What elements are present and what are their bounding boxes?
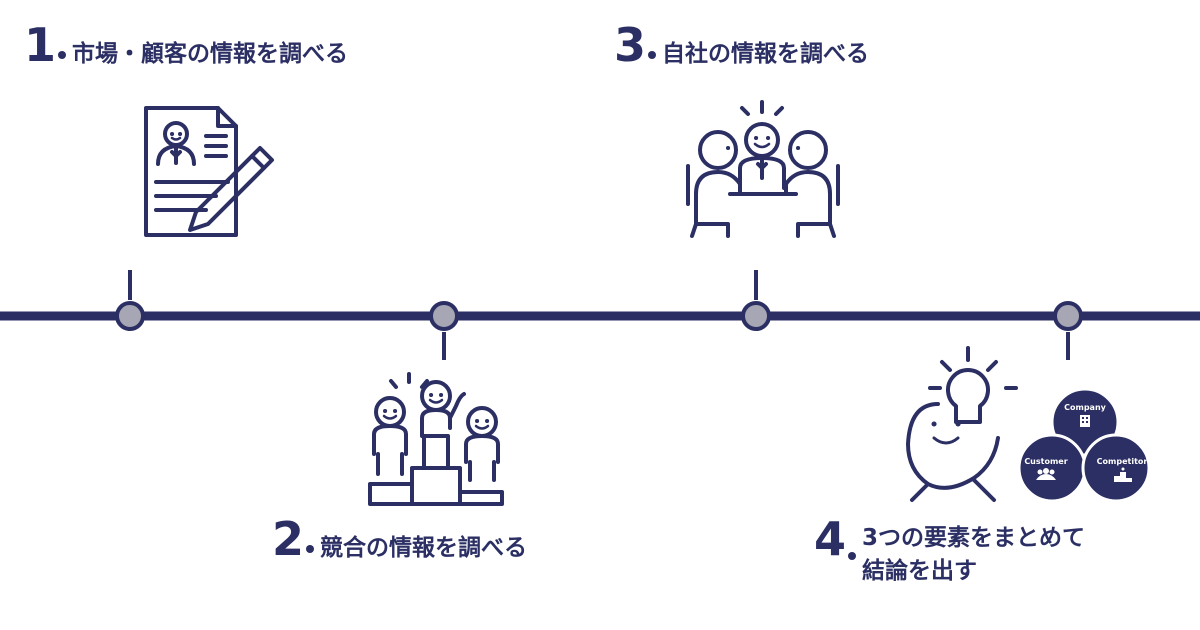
- step-2-number: 2: [272, 512, 304, 566]
- step-4-dot: [848, 552, 857, 560]
- step-4-label: 3つの要素をまとめて 結論を出す: [862, 525, 1086, 585]
- podium-people-icon: [368, 372, 504, 506]
- meeting-people-icon: [686, 100, 840, 238]
- venn-diagram: Company Customer Competitor: [1017, 387, 1151, 503]
- step-2-label: 競合の情報を調べる: [320, 535, 528, 561]
- step-3-number: 3: [614, 18, 646, 72]
- venn-label-competitor: Competitor: [1097, 457, 1148, 466]
- step-1-number: 1: [24, 18, 56, 72]
- resume-pencil-icon: [144, 106, 274, 237]
- timeline-node-2: [429, 301, 459, 331]
- step-2-dot: [306, 545, 315, 553]
- step-3-label: 自社の情報を調べる: [662, 41, 870, 67]
- timeline-node-1: [115, 301, 145, 331]
- venn-circle-customer: [1017, 433, 1087, 503]
- venn-label-company: Company: [1064, 403, 1107, 412]
- step-1-dot: [58, 51, 67, 59]
- step-1-label: 市場・顧客の情報を調べる: [72, 41, 349, 67]
- step-4-number: 4: [814, 512, 846, 566]
- step-3-dot: [648, 51, 657, 59]
- building-icon: [1080, 415, 1090, 427]
- timeline-node-3: [741, 301, 771, 331]
- idea-person-icon: Company Customer Competitor: [906, 346, 1151, 503]
- group-icon: [1036, 468, 1056, 480]
- podium-mini-icon: [1114, 467, 1132, 482]
- venn-circle-competitor: [1081, 433, 1151, 503]
- timeline-node-4: [1053, 301, 1083, 331]
- venn-label-customer: Customer: [1024, 457, 1067, 466]
